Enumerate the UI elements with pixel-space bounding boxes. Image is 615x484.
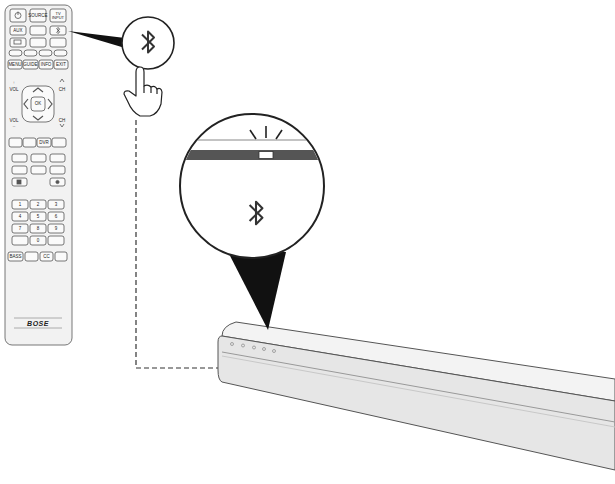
button-label: SOURCE bbox=[28, 13, 47, 18]
button-label: GUIDE bbox=[23, 62, 37, 67]
button-label: DVR bbox=[39, 140, 49, 145]
soundbar bbox=[218, 322, 615, 470]
remote-control: + – bbox=[5, 5, 72, 345]
button-label: MENU bbox=[8, 62, 21, 67]
button-label: EXIT bbox=[56, 62, 66, 67]
button-label: BASS bbox=[9, 254, 21, 259]
pointing-hand bbox=[124, 67, 162, 116]
button-label: INFO bbox=[41, 62, 52, 67]
button-label: CC bbox=[43, 254, 50, 259]
svg-text:–: – bbox=[12, 123, 16, 128]
button-label: 3 bbox=[55, 202, 58, 207]
button-label: 6 bbox=[55, 214, 58, 219]
button-label: 9 bbox=[55, 226, 58, 231]
button-label: 8 bbox=[37, 226, 40, 231]
remote-callout bbox=[68, 17, 174, 69]
soundbar-callout bbox=[160, 114, 350, 330]
svg-text:+: + bbox=[13, 80, 16, 85]
button-label: 7 bbox=[19, 226, 22, 231]
button-label: AUX bbox=[13, 28, 22, 33]
button-label: OK bbox=[35, 102, 42, 107]
button-label: VOL bbox=[9, 88, 18, 93]
brand-logo: BOSE bbox=[27, 320, 49, 327]
button-label: 2 bbox=[37, 202, 40, 207]
button-label: CH bbox=[59, 88, 66, 93]
button-label: CH bbox=[59, 119, 66, 124]
button-label: 0 bbox=[37, 238, 40, 243]
button-label: 1 bbox=[19, 202, 22, 207]
button-label: 5 bbox=[37, 214, 40, 219]
button-label: VOL bbox=[9, 119, 18, 124]
button-label: 4 bbox=[19, 214, 22, 219]
button-label: TV INPUT bbox=[51, 12, 66, 20]
